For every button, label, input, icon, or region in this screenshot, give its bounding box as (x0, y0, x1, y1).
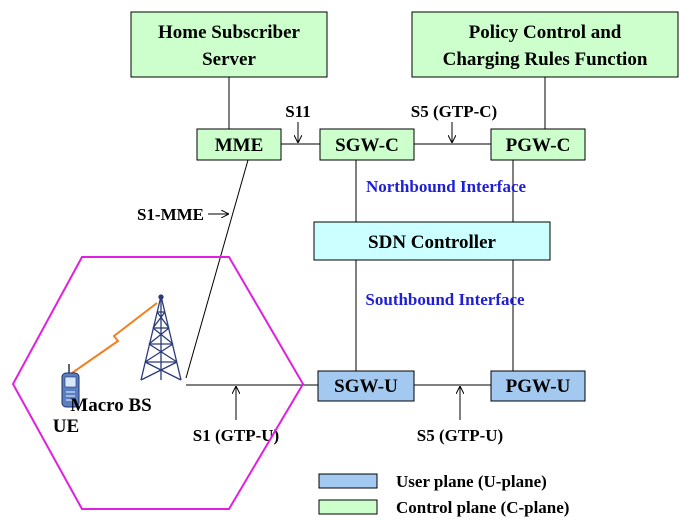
legend-control-plane-label: Control plane (C-plane) (396, 498, 569, 517)
s1-gtp-u-label: S1 (GTP-U) (193, 426, 279, 445)
sgw-u-label: SGW-U (334, 376, 398, 397)
sdn-controller-box: SDN Controller (313, 221, 551, 261)
sgw-u-box: SGW-U (317, 370, 415, 402)
sgw-c-label: SGW-C (335, 135, 399, 156)
s1-mme-label: S1-MME (137, 205, 204, 224)
legend-user-plane-label: User plane (U-plane) (396, 472, 547, 491)
pgw-c-label: PGW-C (506, 135, 571, 156)
mme-box: MME (196, 128, 282, 161)
sdn-controller-label: SDN Controller (368, 232, 496, 253)
wireless-link-icon (71, 302, 158, 374)
s1-mme-link (185, 159, 249, 379)
hss-label-line2: Server (202, 49, 256, 70)
legend-control-plane-swatch (318, 499, 378, 515)
s5-gtp-c-label: S5 (GTP-C) (411, 102, 497, 121)
pgw-u-label: PGW-U (506, 376, 571, 397)
southbound-interface-label: Southbound Interface (365, 290, 525, 309)
legend-user-plane: User plane (U-plane) (318, 472, 547, 491)
pgw-c-box: PGW-C (490, 128, 586, 161)
legend-user-plane-swatch (318, 473, 378, 489)
s5-gtp-u-label: S5 (GTP-U) (417, 426, 503, 445)
macro-bs-label: Macro BS (70, 395, 151, 416)
pcrf-label-line2: Charging Rules Function (443, 49, 648, 70)
pcrf-box: Policy Control and Charging Rules Functi… (411, 11, 679, 78)
pcrf-label-line1: Policy Control and (469, 22, 622, 43)
s11-label: S11 (285, 102, 311, 121)
macro-cell-hexagon (11, 256, 305, 510)
sgw-c-box: SGW-C (319, 128, 415, 161)
ue-phone-icon (61, 364, 80, 408)
mme-label: MME (215, 135, 264, 156)
pgw-u-box: PGW-U (490, 370, 586, 402)
connections (185, 77, 546, 386)
legend: User plane (U-plane) Control plane (C-pl… (318, 472, 569, 517)
label-arrows (208, 122, 460, 420)
northbound-interface-label: Northbound Interface (366, 177, 527, 196)
hss-box: Home Subscriber Server (130, 11, 328, 78)
legend-control-plane: Control plane (C-plane) (318, 498, 569, 517)
base-station-tower-icon (140, 294, 182, 381)
hss-label-line1: Home Subscriber (158, 22, 301, 43)
ue-label: UE (53, 416, 79, 437)
